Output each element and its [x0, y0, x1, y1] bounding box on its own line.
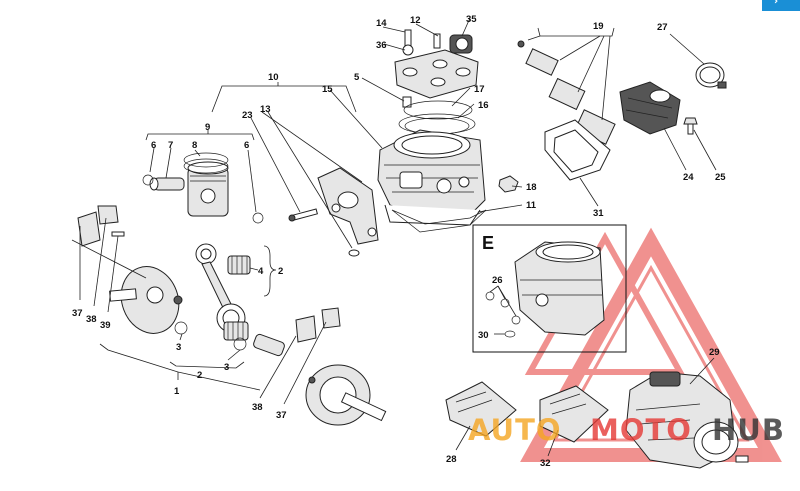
corner-tab[interactable]: ›: [762, 0, 800, 11]
callout-5: 5: [354, 72, 360, 83]
callout-11: 11: [526, 200, 537, 211]
callout-7: 7: [168, 140, 173, 151]
needle-bearing: [227, 255, 251, 275]
callout-37-left: 37: [72, 308, 83, 319]
callout-26: 26: [492, 275, 503, 286]
callout-27: 27: [657, 22, 668, 33]
gasket-set-a: [445, 381, 517, 437]
callout-6-left: 6: [151, 140, 156, 151]
nut: [498, 175, 519, 193]
callout-38-left: 38: [86, 314, 97, 325]
callout-30: 30: [478, 330, 489, 341]
gasket-set-b: [539, 385, 609, 443]
callout-36: 36: [376, 40, 387, 51]
head-gasket: [403, 100, 473, 120]
callout-6-right: 6: [244, 140, 249, 151]
callout-31: 31: [593, 208, 604, 219]
circlip-left: [142, 174, 154, 186]
watermark-text: AUTO MOTO HUB: [468, 413, 785, 447]
oring: [398, 113, 476, 135]
exhaust-flange: [317, 167, 379, 257]
stud-bolt: [288, 208, 318, 222]
woodruff-plate-left: [77, 205, 125, 247]
callout-10: 10: [268, 72, 279, 83]
callout-18: 18: [526, 182, 537, 193]
callout-2-lower: 2: [197, 370, 202, 381]
callout-35: 35: [466, 14, 477, 25]
callout-3-left: 3: [176, 342, 181, 353]
callout-labels: 14 12 35 36 10 5 15 17 16 13 23 9 6 7 8 …: [72, 14, 726, 469]
piston: [187, 161, 229, 217]
crank-bearing: [223, 321, 249, 341]
callout-24: 24: [683, 172, 694, 183]
inset-e: [472, 224, 627, 353]
hose-clamp: [695, 62, 727, 89]
callout-19: 19: [593, 21, 604, 32]
callout-16: 16: [478, 100, 489, 111]
callout-3-right: 3: [224, 362, 229, 373]
callout-37-right: 37: [276, 410, 287, 421]
callout-29: 29: [709, 347, 720, 358]
callout-14: 14: [376, 18, 387, 29]
callout-8: 8: [192, 140, 197, 151]
callout-39: 39: [100, 320, 111, 331]
woodruff-plate-right: [295, 307, 341, 343]
piston-rings: [183, 152, 229, 174]
watermark-text-moto: MOTO: [590, 413, 692, 447]
callout-15: 15: [322, 84, 333, 95]
complete-engine: [625, 371, 749, 469]
watermark-text-auto: AUTO: [468, 413, 562, 447]
callout-28: 28: [446, 454, 457, 465]
callout-38-right: 38: [252, 402, 263, 413]
reed-valve: [517, 40, 616, 181]
callout-32: 32: [540, 458, 551, 469]
callout-4: 4: [258, 266, 264, 277]
inset-cylinder: [514, 241, 605, 336]
callout-12: 12: [410, 15, 421, 26]
crankshaft-right: [305, 364, 387, 426]
cylinder-head: [394, 29, 479, 108]
cylinder-block: [377, 129, 486, 226]
callout-2-upper: 2: [278, 266, 283, 277]
callout-1: 1: [174, 386, 180, 397]
callout-17: 17: [474, 84, 485, 95]
thrust-washer-a: [174, 321, 188, 335]
callout-13: 13: [260, 104, 271, 115]
base-gasket: [391, 209, 487, 233]
callout-25: 25: [715, 172, 726, 183]
inset-title: E: [482, 233, 494, 253]
circlip-right: [252, 212, 264, 224]
watermark-text-hub: HUB: [712, 413, 785, 447]
crankshaft-left: [109, 266, 183, 334]
callout-9: 9: [205, 122, 210, 133]
piston-pin: [149, 177, 185, 191]
chevron-icon: ›: [774, 0, 779, 7]
callout-23: 23: [242, 110, 253, 121]
crank-pin: [253, 333, 285, 357]
screw: [683, 117, 698, 135]
leader-lines: [71, 17, 717, 457]
intake-manifold: [619, 81, 681, 135]
